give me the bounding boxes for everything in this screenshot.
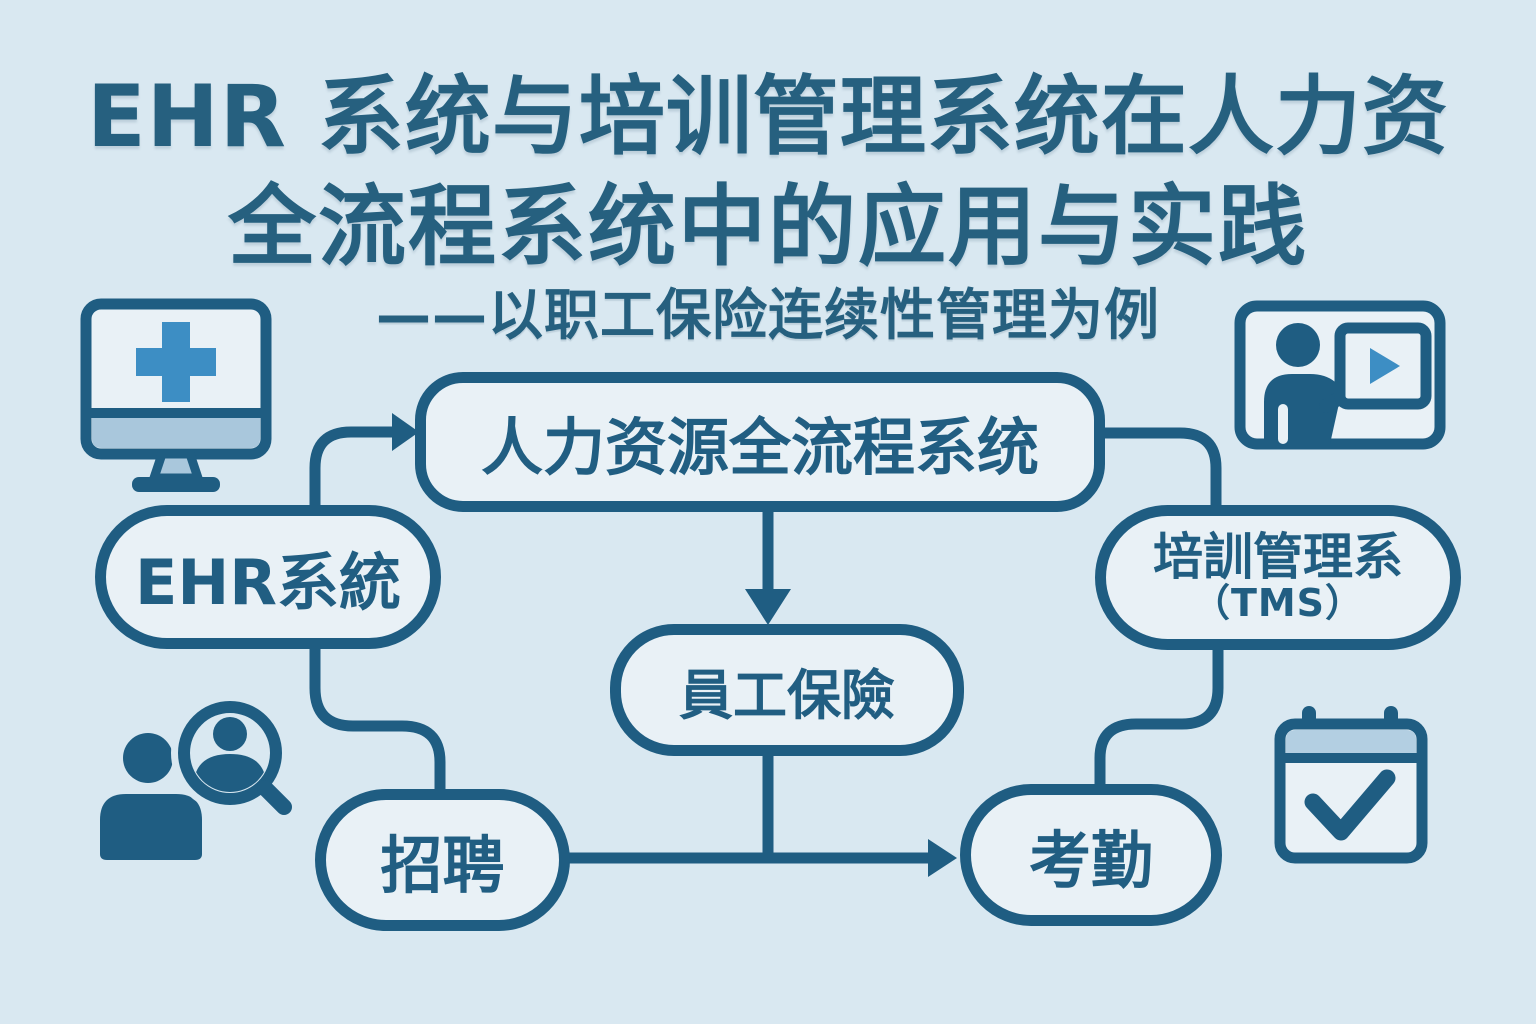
training-presentation-icon [1234, 300, 1446, 450]
title-line-2: 全流程系统中的应用与实践 [227, 175, 1308, 278]
node-ehr-label: EHR系統 [135, 546, 401, 619]
magnifier-ring-icon [178, 701, 282, 805]
node-attendance-label: 考勤 [1028, 824, 1153, 897]
node-recruitment: 招聘 [315, 789, 570, 931]
subtitle: ——以职工保险连续性管理为例 [375, 283, 1160, 347]
node-employee-insurance: 員工保險 [610, 624, 964, 756]
medical-cross-icon [136, 322, 216, 402]
arrowhead-into-attendance [928, 839, 957, 877]
magnifier-handle-icon [257, 780, 292, 815]
node-ehr-system: EHR系統 [95, 505, 441, 649]
node-tms-sublabel: （TMS） [1191, 580, 1365, 625]
person-body-icon [100, 794, 202, 860]
recruitment-search-icon [100, 694, 292, 860]
presenter-head-icon [1276, 323, 1320, 367]
arrowhead-into-hr [392, 413, 419, 451]
arrowhead-into-insurance [745, 589, 791, 625]
checkmark-icon [1304, 769, 1396, 841]
title-line-1: EHR 系统与培训管理系统在人力资 [87, 67, 1449, 167]
person-head-icon [123, 733, 173, 783]
node-insurance-label: 員工保險 [679, 663, 895, 727]
node-training-management-system: 培訓管理系 （TMS） [1095, 505, 1461, 650]
connector-ehr-to-recruitment [309, 647, 446, 792]
attendance-calendar-icon [1274, 706, 1428, 864]
connector-ehr-to-hr [309, 426, 392, 506]
node-hr-full-process-system: 人力资源全流程系统 [415, 372, 1105, 512]
node-tms-label: 培訓管理系 [1153, 528, 1403, 587]
medical-computer-icon [80, 298, 272, 492]
connector-hr-to-tms [1104, 427, 1222, 506]
node-hr-label: 人力资源全流程系统 [480, 411, 1039, 484]
node-attendance: 考勤 [960, 784, 1222, 926]
node-recruitment-label: 招聘 [380, 829, 505, 902]
connector-tms-to-attendance [1094, 648, 1224, 788]
play-icon [1370, 348, 1400, 384]
